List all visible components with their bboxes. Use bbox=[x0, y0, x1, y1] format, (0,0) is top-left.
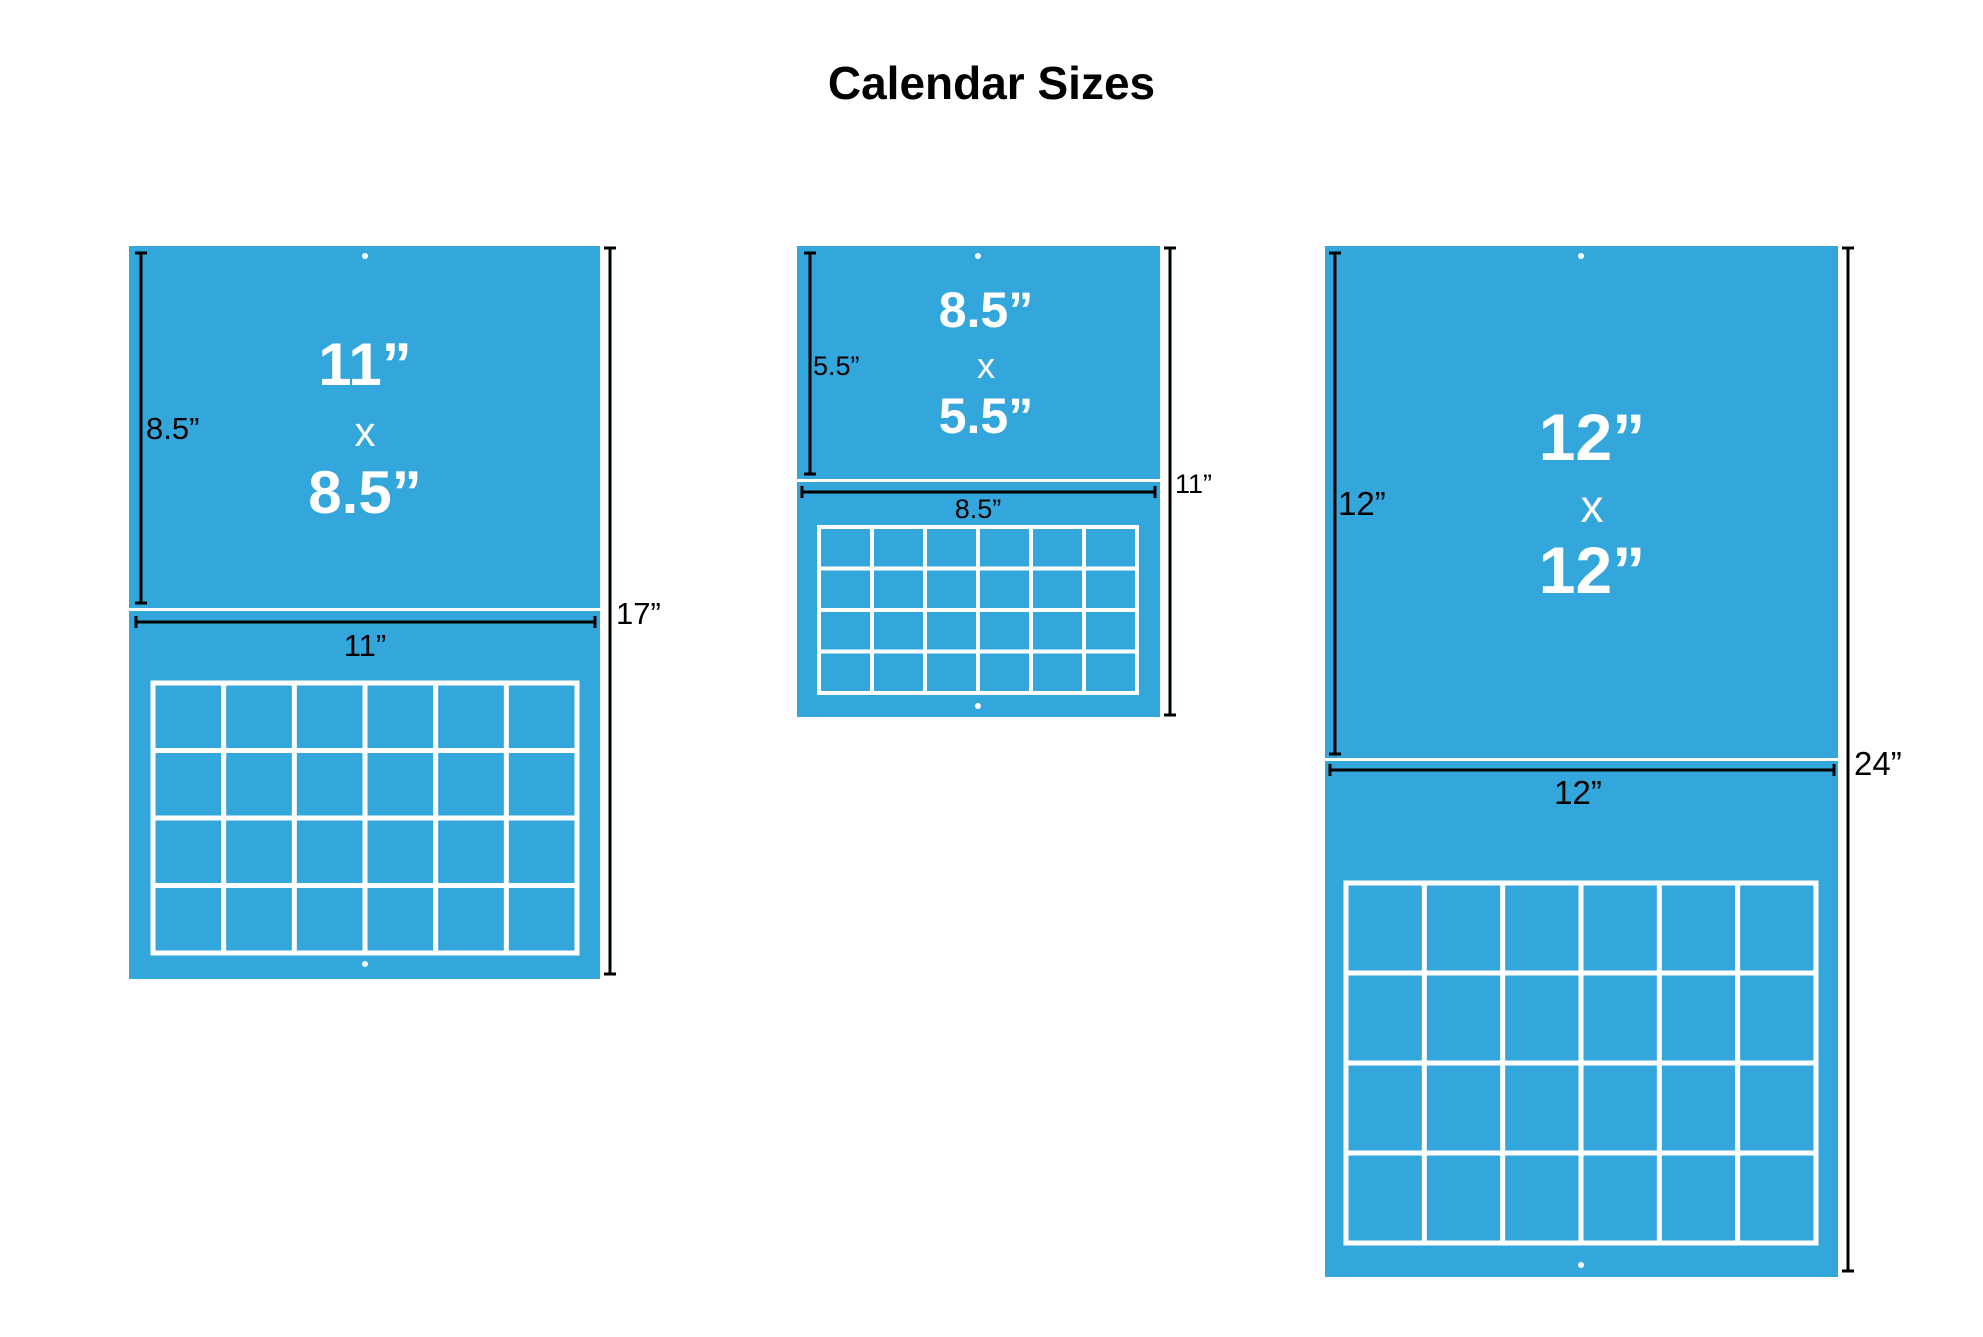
calendar-top-panel bbox=[1325, 246, 1838, 758]
calendar-11x8.5: 11”x8.5”8.5”11”17” bbox=[129, 246, 661, 979]
height-label: 5.5” bbox=[813, 351, 860, 381]
size-text-x: x bbox=[977, 345, 995, 386]
size-text-x: x bbox=[1581, 480, 1604, 532]
hanging-hole-top bbox=[975, 253, 981, 259]
size-text-height: 12” bbox=[1539, 533, 1645, 607]
calendar-top-panel bbox=[797, 246, 1160, 479]
hanging-hole-bottom bbox=[975, 703, 981, 709]
hanging-hole-top bbox=[362, 253, 368, 259]
hanging-hole-bottom bbox=[1578, 1262, 1584, 1268]
size-text-width: 8.5” bbox=[939, 282, 1034, 338]
size-text-height: 8.5” bbox=[308, 459, 421, 526]
calendar-8.5x5.5: 8.5”x5.5”5.5”8.5”11” bbox=[797, 246, 1212, 717]
width-label: 11” bbox=[344, 628, 387, 663]
page-title: Calendar Sizes bbox=[827, 57, 1156, 109]
width-label: 12” bbox=[1554, 774, 1602, 811]
hanging-hole-top bbox=[1578, 253, 1584, 259]
size-text-x: x bbox=[355, 408, 376, 455]
hanging-hole-bottom bbox=[362, 961, 368, 967]
size-text-width: 12” bbox=[1539, 400, 1645, 474]
size-text-height: 5.5” bbox=[939, 388, 1034, 444]
height-label: 12” bbox=[1338, 485, 1386, 522]
width-label: 8.5” bbox=[955, 494, 1002, 524]
calendar-top-panel bbox=[129, 246, 600, 608]
total-height-label: 24” bbox=[1854, 745, 1902, 782]
total-height-label: 11” bbox=[1175, 469, 1212, 499]
total-height-label: 17” bbox=[616, 596, 661, 631]
calendar-12x12: 12”x12”12”12”24” bbox=[1325, 246, 1902, 1277]
height-label: 8.5” bbox=[146, 411, 199, 446]
size-text-width: 11” bbox=[318, 331, 411, 398]
